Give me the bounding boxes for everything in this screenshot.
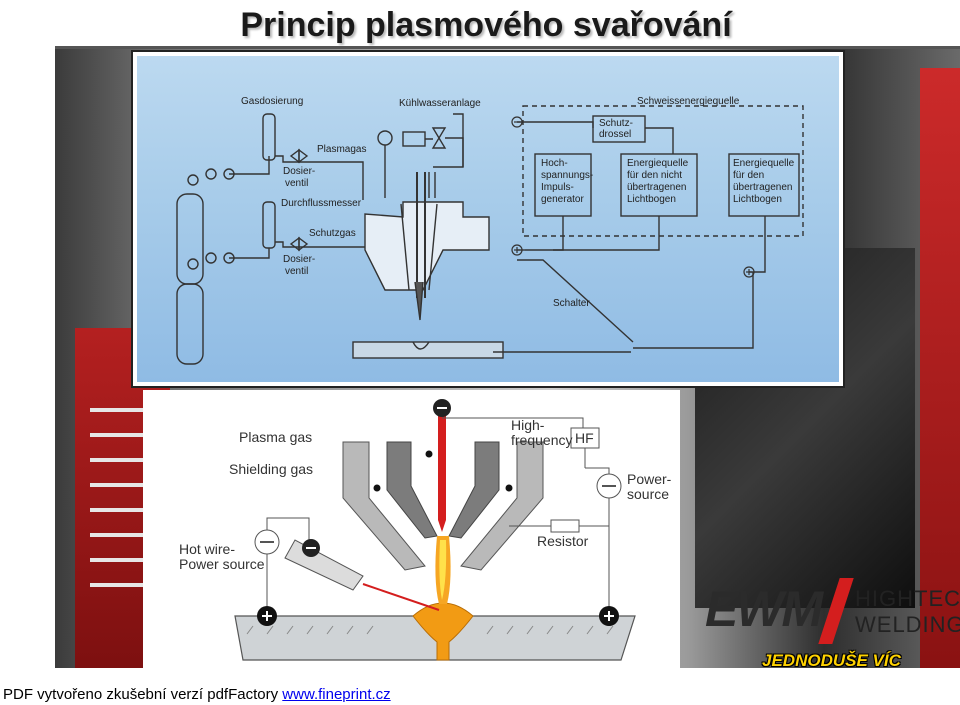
schematic-lines	[176, 105, 804, 365]
label-resistor: Resistor	[537, 533, 589, 549]
footer-link[interactable]: www.fineprint.cz	[282, 686, 391, 703]
brand-tagline: JEDNODUŠE VÍC	[762, 651, 901, 670]
label-schalter: Schalter	[553, 298, 590, 309]
label-dosierventil-2: Dosier-	[283, 254, 316, 265]
label-plasmagas: Plasmagas	[317, 144, 367, 155]
logo-wordmark: EWM	[705, 581, 823, 637]
label-shielding-gas: Shielding gas	[229, 461, 314, 477]
label-hot-wire: Hot wire-	[179, 541, 236, 557]
red-accent-stripe	[920, 68, 960, 668]
label-hochspannungs-impulsgenerator: Hoch-	[541, 158, 568, 169]
footer-text: PDF vytvořeno zkušební verzí pdfFactory	[3, 686, 279, 703]
label-high-frequency: High-	[511, 417, 545, 433]
label-schweissenergiequelle: Schweissenergiequelle	[637, 96, 740, 107]
label-schutzdrossel: Schutz-	[599, 118, 633, 129]
logo-red-slash	[818, 578, 854, 644]
label-hf: HF	[575, 430, 594, 446]
label-gasdosierung: Gasdosierung	[241, 96, 304, 107]
label-power-source: Power-	[627, 471, 672, 487]
label-dosierventil-1: Dosier-	[283, 166, 316, 177]
torch-drawing	[234, 399, 636, 661]
label-kuehlwasseranlage: Kühlwasseranlage	[399, 98, 481, 109]
label-energiequelle-nicht-uebertragen: Energiequelle	[627, 158, 689, 169]
title-underline	[55, 46, 960, 49]
plasma-welding-schematic-german: Gasdosierung Kühlwasseranlage Schweissen…	[131, 50, 845, 388]
label-plasma-gas: Plasma gas	[239, 429, 313, 445]
label-schutzgas: Schutzgas	[309, 228, 356, 239]
ewm-logo: EWM HIGHTEC® WELDING	[705, 578, 960, 648]
pdf-footer: PDF vytvořeno zkušební verzí pdfFactory …	[3, 686, 391, 703]
label-energiequelle-uebertragen: Energiequelle	[733, 158, 795, 169]
logo-hightec: HIGHTEC®	[855, 586, 960, 611]
label-durchflussmesser: Durchflussmesser	[281, 198, 362, 209]
slide-title: Princip plasmového svařování	[240, 6, 732, 44]
logo-welding: WELDING	[855, 612, 960, 637]
plasma-torch-diagram-english: Plasma gas Shielding gas High- frequency…	[143, 390, 680, 670]
